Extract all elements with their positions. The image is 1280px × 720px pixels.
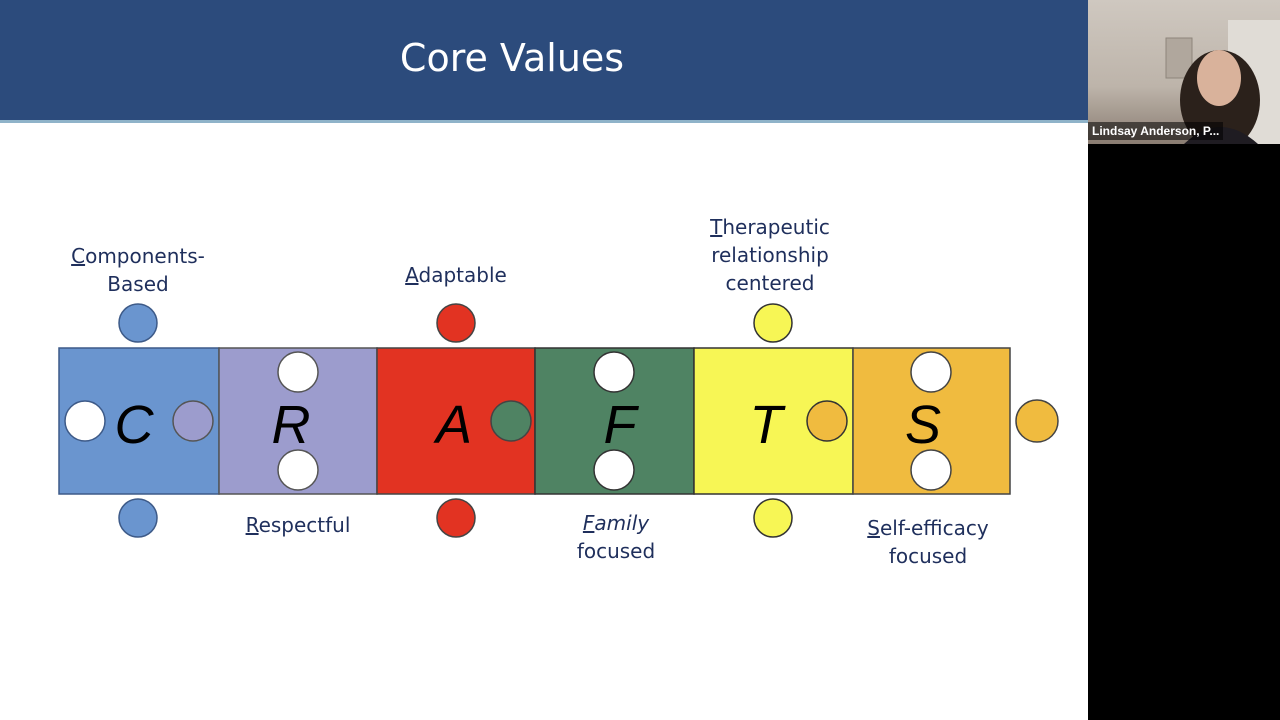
puzzle-graphic	[58, 303, 1059, 538]
piece-letter-c: C	[114, 395, 154, 455]
label-respectful: Respectful	[245, 513, 351, 537]
piece-letter-r: R	[271, 395, 311, 455]
label-self-efficacy: Self-efficacy focused	[867, 516, 989, 568]
label-adaptable: Adaptable	[405, 263, 507, 287]
piece-letter-f: F	[603, 395, 637, 455]
piece-letter-a: A	[435, 395, 473, 455]
piece-letter-t: T	[749, 395, 783, 455]
puzzle-piece-t	[693, 303, 854, 538]
puzzle-piece-a	[376, 303, 536, 538]
puzzle-piece-s	[852, 347, 1059, 495]
slide-title: Core Values	[399, 36, 625, 80]
label-family-focused: Family focused	[576, 511, 656, 563]
piece-letter-s: S	[904, 395, 942, 455]
participant-video-tile[interactable]: Lindsay Anderson, P...	[1088, 0, 1280, 144]
participant-name-tag: Lindsay Anderson, P...	[1088, 122, 1224, 140]
puzzle-piece-r	[172, 347, 422, 495]
presentation-slide: Core Values	[0, 0, 1088, 720]
label-components-based: Components- Based	[71, 244, 205, 296]
slide-title-bar: Core Values	[0, 0, 1088, 123]
video-panel: Lindsay Anderson, P...	[1088, 0, 1280, 720]
label-therapeutic-relationship: Therapeutic relationship centered	[710, 215, 830, 295]
